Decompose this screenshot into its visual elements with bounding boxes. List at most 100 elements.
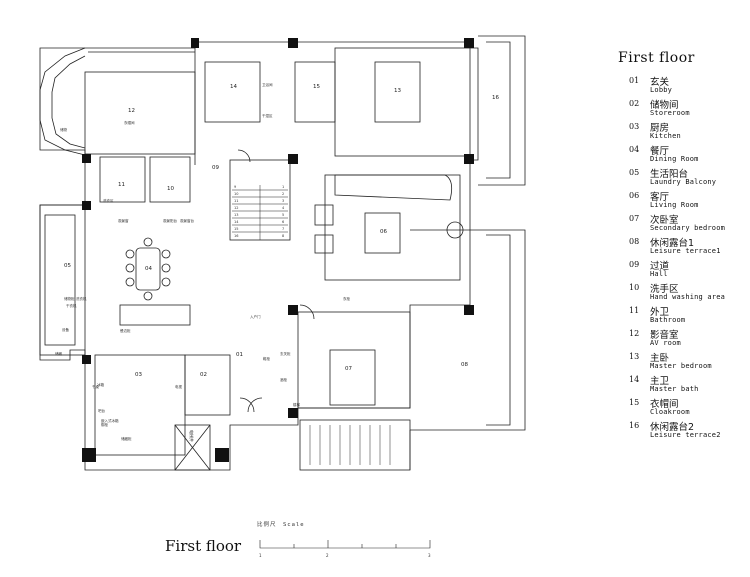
legend-title: First floor (618, 50, 695, 66)
legend-english-name: Hall (650, 270, 668, 278)
annotation: 冰箱 (97, 382, 104, 387)
dining-chair (125, 263, 135, 273)
living-carpet (324, 174, 461, 281)
stair-number: 6 (282, 220, 284, 224)
legend-number: 09 (629, 260, 640, 269)
room-wall-14 (204, 61, 261, 123)
stair-number: 13 (234, 213, 238, 217)
legend-chinese-name: 餐厅 (650, 146, 670, 157)
legend-english-name: Master bath (650, 385, 699, 393)
annotation: 衣帽间 (124, 120, 135, 125)
legend-english-name: Hand washing area (650, 293, 726, 301)
room-label: 01 (236, 352, 243, 358)
legend-number: 16 (629, 421, 640, 430)
legend-chinese-name: 外卫 (650, 307, 670, 318)
annotation: 玄关柜 (280, 351, 291, 356)
legend-chinese-name: 生活阳台 (650, 169, 689, 180)
annotation: 干湿区 (262, 113, 273, 118)
legend-number: 08 (629, 237, 640, 246)
legend-english-name: Cloakroom (650, 408, 690, 416)
room-label: 05 (64, 263, 71, 269)
legend-number: 11 (629, 306, 640, 315)
legend-english-name: Master bedroom (650, 362, 712, 370)
annotation: 观景阳台 (163, 218, 177, 223)
legend-chinese-name: 次卧室 (650, 215, 679, 226)
legend-chinese-name: 休闲露台2 (650, 422, 695, 433)
terrace-08-inner (486, 234, 511, 426)
dining-chair (125, 249, 135, 259)
terrace-16-inner (486, 41, 511, 179)
dining-chair (125, 277, 135, 287)
room-wall-03 (94, 354, 186, 456)
annotation: 干衣机 (66, 303, 77, 308)
annotation: 储物柜 (64, 296, 75, 301)
room-wall-12 (84, 71, 196, 155)
annotation: 储物 (60, 127, 67, 132)
bay-window-inner (51, 55, 86, 149)
scale-bar (259, 540, 431, 549)
legend-chinese-name: 洗手区 (650, 284, 679, 295)
legend-number: 13 (629, 352, 640, 361)
annotation: 楼梯 (293, 402, 301, 407)
annotation: 书桌 (92, 384, 99, 389)
legend-number: 07 (629, 214, 640, 223)
room-wall-05 (39, 204, 86, 356)
legend-number: 12 (629, 329, 640, 338)
armchair (314, 204, 334, 226)
side-table (446, 221, 464, 239)
room-wall-11 (99, 156, 146, 203)
room-wall-10 (149, 156, 191, 203)
room-label: 15 (313, 84, 320, 90)
legend-chinese-name: 厨房 (650, 123, 670, 134)
structural-columns (82, 38, 474, 462)
legend-number: 03 (629, 122, 640, 131)
stair-steps (232, 185, 288, 240)
legend-number: 15 (629, 398, 640, 407)
outer-wall (39, 41, 479, 471)
dining-chair (143, 237, 153, 247)
door-swing (239, 397, 255, 413)
legend-chinese-name: 玄关 (650, 77, 670, 88)
annotation: 设备 (62, 327, 69, 332)
legend-english-name: Bathroom (650, 316, 686, 324)
lower-stair-steps (309, 425, 391, 465)
kitchen-island (119, 304, 191, 326)
annotation: 洗衣区 (103, 198, 114, 203)
master-bed (374, 61, 421, 123)
annotation: 储藏柜 (121, 436, 132, 441)
room-label: 16 (492, 95, 499, 101)
lower-stair (299, 419, 411, 471)
legend-number: 04 (629, 145, 640, 154)
room-label: 04 (145, 266, 152, 272)
annotation: 电视 (175, 384, 182, 389)
annotation: 卫浴间 (262, 82, 273, 87)
legend-chinese-name: 衣帽间 (650, 399, 679, 410)
scale-label: 比例尺 Scale (257, 522, 305, 528)
coffee-table (364, 212, 401, 254)
room-label: 02 (200, 372, 207, 378)
stair-number: 16 (234, 234, 238, 238)
room-label: 07 (345, 366, 352, 372)
scale-tick-label: 3 (428, 553, 431, 558)
annotation: 入户门 (250, 314, 261, 319)
legend-english-name: Living Room (650, 201, 699, 209)
legend-chinese-name: 主卫 (650, 376, 670, 387)
annotation: 储藏 (55, 351, 62, 356)
elevator (174, 424, 211, 471)
scale-tick-label: 2 (326, 553, 329, 558)
annotation: 洗衣机 (76, 296, 87, 301)
sofa (334, 174, 453, 201)
legend-english-name: Secondary bedroom (650, 224, 726, 232)
room-wall-07 (297, 311, 411, 409)
legend-number: 06 (629, 191, 640, 200)
annotation: 酒柜 (280, 377, 288, 382)
